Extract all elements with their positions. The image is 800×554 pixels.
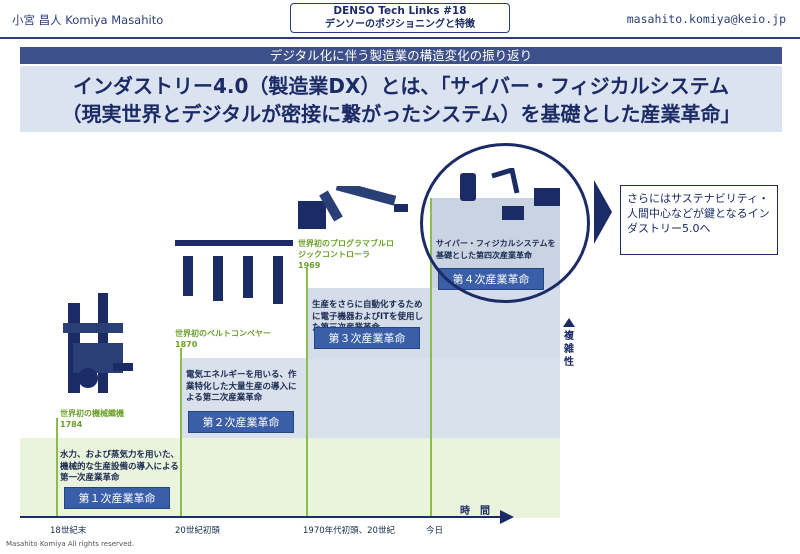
time-tick-4: 今日: [426, 526, 444, 536]
invention-label-2: 世界初のベルトコンベヤー 1870: [175, 328, 271, 350]
slide-title-line2: （現実世界とデジタルが密接に繋がったシステム）を基礎とした産業革命」: [61, 102, 741, 126]
conveyor-icon: [175, 240, 293, 304]
invention-name-3: 世界初のプログラマブルロジックコントローラ: [298, 239, 394, 259]
time-axis-label: 時 間: [460, 506, 490, 517]
industry4-highlight-circle: [420, 143, 590, 303]
revolution-box-2: 第２次産業革命: [188, 411, 294, 433]
invention-name-1: 世界初の機械織機: [60, 409, 124, 418]
loom-icon: [63, 293, 133, 393]
invention-year-3: 1969: [298, 261, 321, 270]
invention-label-1: 世界初の機械織機 1784: [60, 408, 124, 430]
slide-title-line1: インダストリー4.0（製造業DX）とは、「サイバー・フィジカルシステム: [72, 74, 730, 98]
revolution-box-3: 第３次産業革命: [314, 327, 420, 349]
author-name: 小宮 昌人 Komiya Masahito: [12, 13, 164, 27]
copyright-footer: Masahito Komiya All rights reserved.: [6, 540, 135, 548]
invention-label-3: 世界初のプログラマブルロジックコントローラ 1969: [298, 238, 398, 271]
era-line-2: [180, 348, 182, 518]
invention-name-2: 世界初のベルトコンベヤー: [175, 329, 271, 338]
industry5-callout: さらにはサステナビリティ・人間中心などが鍵となるインダストリー5.0へ: [620, 185, 778, 255]
complexity-axis-label: 複雑性: [564, 331, 574, 368]
invention-year-1: 1784: [60, 420, 83, 429]
complexity-arrow-icon: [563, 318, 575, 327]
era-line-4: [430, 198, 432, 518]
invention-year-2: 1870: [175, 340, 198, 349]
header-divider: [0, 37, 800, 39]
series-title: DENSO Tech Links #18: [333, 5, 467, 17]
author-email[interactable]: masahito.komiya@keio.jp: [626, 12, 786, 26]
time-axis-arrow: [20, 510, 514, 524]
series-badge: DENSO Tech Links #18 デンソーのポジショニングと特徴: [290, 3, 510, 33]
time-tick-1: 18世紀末: [50, 526, 87, 536]
series-subtitle: デンソーのポジショニングと特徴: [325, 19, 475, 30]
revolution-box-1: 第１次産業革命: [64, 487, 170, 509]
revolution-description-1: 水力、および蒸気力を用いた、機械的な生産設備の導入による第一次産業革命: [60, 450, 180, 483]
era-line-1: [56, 418, 58, 518]
time-tick-3: 1970年代初頭、20世紀: [303, 526, 395, 536]
section-title: デジタル化に伴う製造業の構造変化の振り返り: [20, 47, 782, 64]
callout-arrow-icon: [594, 180, 612, 244]
slide-title: インダストリー4.0（製造業DX）とは、「サイバー・フィジカルシステム （現実世…: [20, 66, 782, 132]
revolution-description-2: 電気エネルギーを用いる、作業特化した大量生産の導入による第二次産業革命: [186, 370, 297, 403]
time-tick-2: 20世紀初頭: [175, 526, 220, 536]
era-line-3: [306, 268, 308, 518]
robot-arm-icon: [298, 186, 408, 229]
